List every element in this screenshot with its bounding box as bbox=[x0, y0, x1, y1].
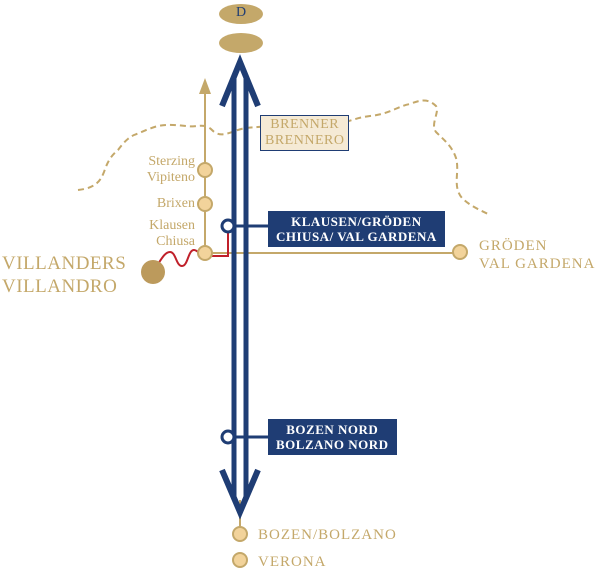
town-label-sterzing-line1: Sterzing bbox=[148, 154, 195, 169]
town-label-bozen: BOZEN/BOLZANO bbox=[258, 527, 397, 543]
exit-ring-klausen bbox=[220, 218, 236, 234]
exit-klausen-line1: KLAUSEN/GRÖDEN bbox=[291, 214, 422, 229]
villanders-marker bbox=[141, 260, 165, 284]
brenner-pass-label: BRENNER BRENNERO bbox=[260, 115, 350, 151]
town-dot-brixen bbox=[197, 196, 213, 212]
exit-bozen-line2: BOLZANO NORD bbox=[276, 437, 389, 452]
north-road-arrow bbox=[199, 78, 211, 94]
exit-ring-bozen bbox=[220, 429, 236, 445]
exit-klausen-line2: CHIUSA/ VAL GARDENA bbox=[276, 229, 437, 244]
town-label-villanders: VILLANDERS VILLANDRO bbox=[2, 252, 126, 298]
town-label-villanders-line1: VILLANDERS bbox=[2, 253, 127, 274]
town-dot-verona bbox=[232, 552, 248, 568]
town-dot-bozen bbox=[232, 526, 248, 542]
country-marker-label: D bbox=[235, 5, 247, 20]
town-label-brixen: Brixen bbox=[156, 196, 195, 211]
motorway-arrow-north bbox=[219, 54, 261, 108]
top-marker-oval bbox=[219, 33, 263, 53]
town-label-groeden: GRÖDEN VAL GARDENA bbox=[479, 237, 595, 273]
town-dot-klausen bbox=[197, 245, 213, 261]
town-label-sterzing: Sterzing Vipiteno bbox=[147, 154, 195, 186]
exit-bozen-label: BOZEN NORD BOLZANO NORD bbox=[268, 419, 397, 455]
exit-bozen-line1: BOZEN NORD bbox=[286, 422, 379, 437]
town-label-klausen-line2: Chiusa bbox=[156, 234, 195, 249]
town-label-klausen: Klausen Chiusa bbox=[149, 218, 195, 250]
town-dot-groeden bbox=[452, 244, 468, 260]
town-label-groeden-line1: GRÖDEN bbox=[479, 238, 548, 254]
town-label-klausen-line1: Klausen bbox=[149, 218, 195, 233]
brenner-pass-line2: BRENNERO bbox=[265, 133, 345, 148]
motorway-arrow-south bbox=[219, 468, 261, 520]
town-label-groeden-line2: VAL GARDENA bbox=[479, 256, 596, 272]
town-label-verona: VERONA bbox=[258, 554, 327, 570]
country-marker-oval bbox=[219, 4, 263, 24]
exit-klausen-label: KLAUSEN/GRÖDEN CHIUSA/ VAL GARDENA bbox=[268, 211, 445, 247]
town-label-sterzing-line2: Vipiteno bbox=[146, 170, 195, 185]
town-label-villanders-line2: VILLANDRO bbox=[2, 276, 118, 297]
town-dot-sterzing bbox=[197, 162, 213, 178]
brenner-pass-line1: BRENNER bbox=[270, 117, 340, 132]
